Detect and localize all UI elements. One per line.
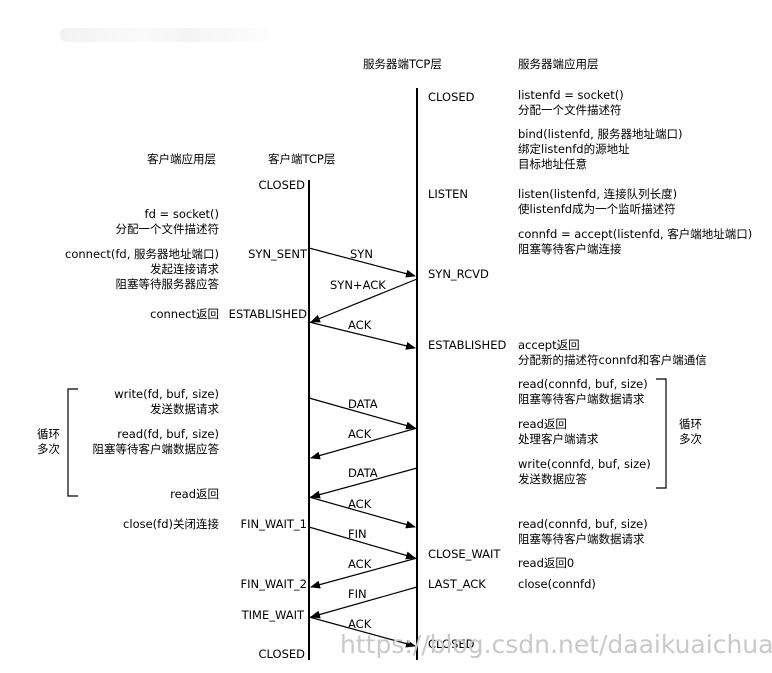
server-loop-bracket <box>656 378 667 489</box>
server-app-bind-call: bind(listenfd, 服务器地址端口) <box>518 127 683 141</box>
client-state-closed-bottom: CLOSED <box>258 647 306 661</box>
server-app-read-return-desc: 处理客户端请求 <box>518 432 599 446</box>
server-app-read-return: read返回 <box>518 417 567 431</box>
msg-label-data-1: DATA <box>348 397 378 411</box>
client-app-socket-desc: 分配一个文件描述符 <box>115 222 220 236</box>
client-app-write-desc: 发送数据请求 <box>150 402 219 416</box>
client-app-close: close(fd)关闭连接 <box>123 517 219 531</box>
arrow-ack-1 <box>308 321 416 350</box>
arrow-syn-ack <box>310 278 418 323</box>
arrow-syn <box>308 247 416 278</box>
client-app-read-return: read返回 <box>170 487 219 501</box>
arrow-data-1 <box>308 397 416 430</box>
server-app-accept-return: accept返回 <box>518 338 580 352</box>
server-loop-label-2: 多次 <box>679 432 702 446</box>
client-app-read-call: read(fd, buf, size) <box>117 427 219 441</box>
server-app-accept-return-desc: 分配新的描述符connfd和客户端通信 <box>518 353 707 367</box>
header-client-tcp: 客户端TCP层 <box>268 152 336 166</box>
msg-label-fin-2: FIN <box>348 587 367 601</box>
client-app-write-call: write(fd, buf, size) <box>114 387 219 401</box>
client-state-fin-wait-1: FIN_WAIT_1 <box>240 517 307 531</box>
watermark: https://blog.csdn.net/daaikuaichuan <box>340 630 772 659</box>
blurred-header-artifact <box>60 28 270 42</box>
client-state-time-wait: TIME_WAIT <box>241 608 304 622</box>
msg-label-ack-3: ACK <box>348 497 372 511</box>
header-server-tcp: 服务器端TCP层 <box>363 57 442 71</box>
server-loop-label-1: 循环 <box>679 417 702 431</box>
msg-label-ack-1: ACK <box>348 318 372 332</box>
server-app-close: close(connfd) <box>518 577 596 591</box>
client-state-closed-top: CLOSED <box>258 178 306 192</box>
client-loop-bracket <box>67 388 78 497</box>
msg-label-fin-1: FIN <box>348 527 367 541</box>
client-app-socket-call: fd = socket() <box>144 207 219 221</box>
server-state-closed-bottom: CLOSED <box>428 637 475 651</box>
header-client-app: 客户端应用层 <box>147 152 216 166</box>
client-loop-label-1: 循环 <box>37 427 60 441</box>
client-state-syn-sent: SYN_SENT <box>248 247 307 261</box>
msg-label-syn: SYN <box>350 247 373 261</box>
arrow-ack-5 <box>308 616 416 648</box>
server-app-listen-call: listen(listenfd, 连接队列长度) <box>518 187 678 201</box>
server-app-socket-call: listenfd = socket() <box>518 88 624 102</box>
msg-label-ack-5: ACK <box>348 617 372 631</box>
server-app-read2-desc: 阻塞等待客户端数据请求 <box>518 532 645 546</box>
header-server-app: 服务器端应用层 <box>518 57 599 71</box>
server-state-last-ack: LAST_ACK <box>428 577 486 591</box>
server-state-syn-rcvd: SYN_RCVD <box>428 267 489 281</box>
server-app-bind-desc-1: 绑定listenfd的源地址 <box>518 142 630 156</box>
client-state-fin-wait-2: FIN_WAIT_2 <box>240 577 307 591</box>
server-app-accept-call: connfd = accept(listenfd, 客户端地址端口) <box>518 227 753 241</box>
arrow-fin-2 <box>310 586 418 619</box>
server-app-read-desc: 阻塞等待客户端数据请求 <box>518 392 645 406</box>
client-app-connect-desc-2: 阻塞等待服务器应答 <box>115 277 220 291</box>
client-app-read-desc: 阻塞等待客户端数据应答 <box>92 442 220 456</box>
server-app-write-call: write(connfd, buf, size) <box>518 457 651 471</box>
client-app-connect-call: connect(fd, 服务器地址端口) <box>65 247 219 261</box>
server-app-read-call: read(connfd, buf, size) <box>518 377 648 391</box>
server-app-listen-desc: 使listenfd成为一个监听描述符 <box>518 202 676 216</box>
server-state-listen: LISTEN <box>428 187 468 201</box>
server-state-close-wait: CLOSE_WAIT <box>428 547 501 561</box>
arrow-data-2 <box>310 467 418 499</box>
arrow-ack-3 <box>308 496 416 529</box>
arrow-fin-1 <box>308 526 416 560</box>
server-state-established: ESTABLISHED <box>428 338 507 352</box>
server-app-read2-call: read(connfd, buf, size) <box>518 517 648 531</box>
msg-label-data-2: DATA <box>348 466 378 480</box>
arrow-ack-4 <box>310 557 418 589</box>
server-app-accept-desc: 阻塞等待客户端连接 <box>518 242 622 256</box>
client-app-connect-return: connect返回 <box>150 307 219 321</box>
server-app-bind-desc-2: 目标地址任意 <box>518 157 587 171</box>
arrow-ack-2 <box>310 427 418 460</box>
msg-label-syn-ack: SYN+ACK <box>330 278 386 292</box>
client-state-established: ESTABLISHED <box>228 307 307 321</box>
server-app-socket-desc: 分配一个文件描述符 <box>518 103 622 117</box>
server-app-write-desc: 发送数据应答 <box>518 472 587 486</box>
client-app-connect-desc-1: 发起连接请求 <box>150 262 219 276</box>
msg-label-ack-2: ACK <box>348 427 372 441</box>
server-state-closed-top: CLOSED <box>428 90 475 104</box>
server-app-read2-return: read返回0 <box>518 556 575 570</box>
client-loop-label-2: 多次 <box>37 442 60 456</box>
msg-label-ack-4: ACK <box>348 557 372 571</box>
